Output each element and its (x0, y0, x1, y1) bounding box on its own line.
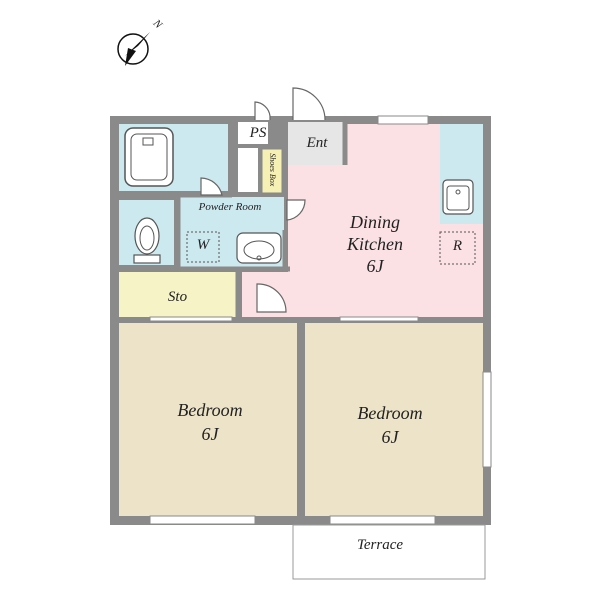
storage-label: Sto (167, 289, 188, 305)
dining-kitchen-size: 6J (366, 256, 384, 276)
closet-strip (238, 148, 258, 192)
bedroom-right (305, 323, 483, 516)
wash-basin (236, 232, 282, 264)
washer-space (186, 231, 220, 263)
bedroom-right-label: Bedroom (357, 403, 423, 423)
powder-room-label: Powder Room (198, 201, 262, 213)
toilet-fixture (133, 217, 161, 264)
bedroom-right-size: 6J (381, 427, 399, 447)
entrance (288, 122, 344, 165)
entrance-label: Ent (306, 135, 328, 151)
refrigerator-space (439, 231, 476, 265)
bedroom-left-label: Bedroom (177, 400, 243, 420)
ps-label: PS (249, 125, 267, 141)
refrigerator-label: R (452, 238, 463, 254)
terrace (292, 524, 486, 580)
ps-space (238, 122, 268, 144)
bedroom-left (119, 323, 297, 516)
dining-kitchen-label: Dining Kitchen (347, 212, 403, 254)
storage (119, 272, 236, 317)
washer-label: W (196, 237, 210, 253)
doors (200, 87, 326, 313)
shoes-box-label: Shoes Box (267, 153, 277, 187)
terrace-label: Terrace (356, 537, 404, 553)
bathtub (124, 127, 174, 187)
kitchen-sink (442, 179, 474, 215)
north-arrow-icon (117, 32, 150, 66)
bedroom-left-size: 6J (201, 424, 219, 444)
windows (149, 115, 492, 525)
shoes-box-area (261, 148, 283, 194)
